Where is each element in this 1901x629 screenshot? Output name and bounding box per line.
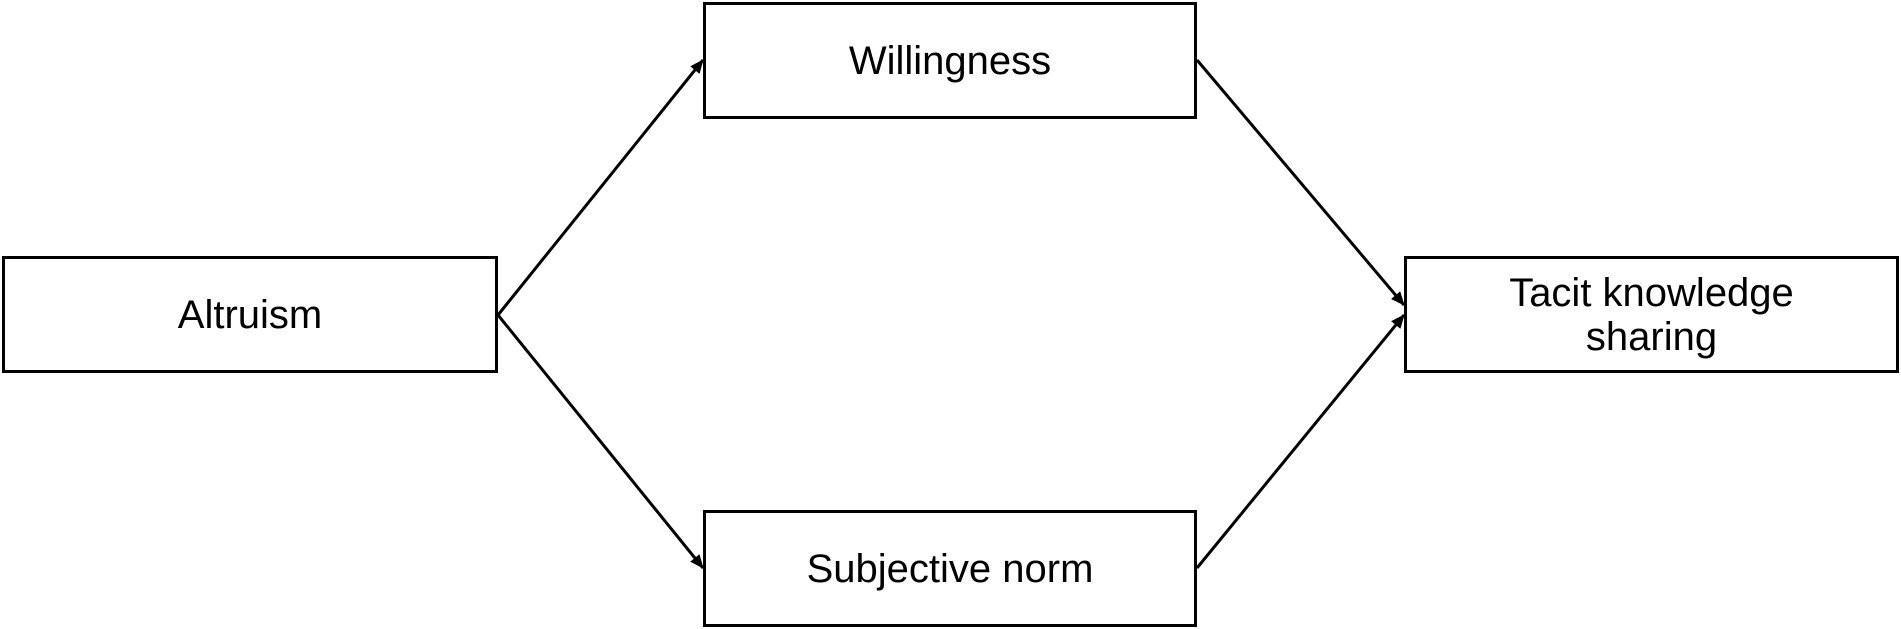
node-tacit-knowledge-sharing-label: Tacit knowledge sharing [1509, 270, 1794, 359]
edge-subjective-norm-tacit-knowledge-sharing [1195, 314, 1406, 569]
node-tacit-knowledge-sharing: Tacit knowledge sharing [1404, 256, 1899, 373]
node-altruism: Altruism [2, 256, 498, 373]
node-subjective-norm-label: Subjective norm [806, 546, 1094, 591]
edge-willingness-tacit-knowledge-sharing [1195, 59, 1406, 306]
edge-altruism-willingness [496, 59, 705, 316]
node-willingness-label: Willingness [848, 38, 1052, 83]
node-willingness: Willingness [703, 2, 1197, 119]
node-altruism-label: Altruism [177, 292, 323, 337]
node-subjective-norm: Subjective norm [703, 510, 1197, 627]
edge-altruism-subjective-norm [496, 314, 705, 569]
